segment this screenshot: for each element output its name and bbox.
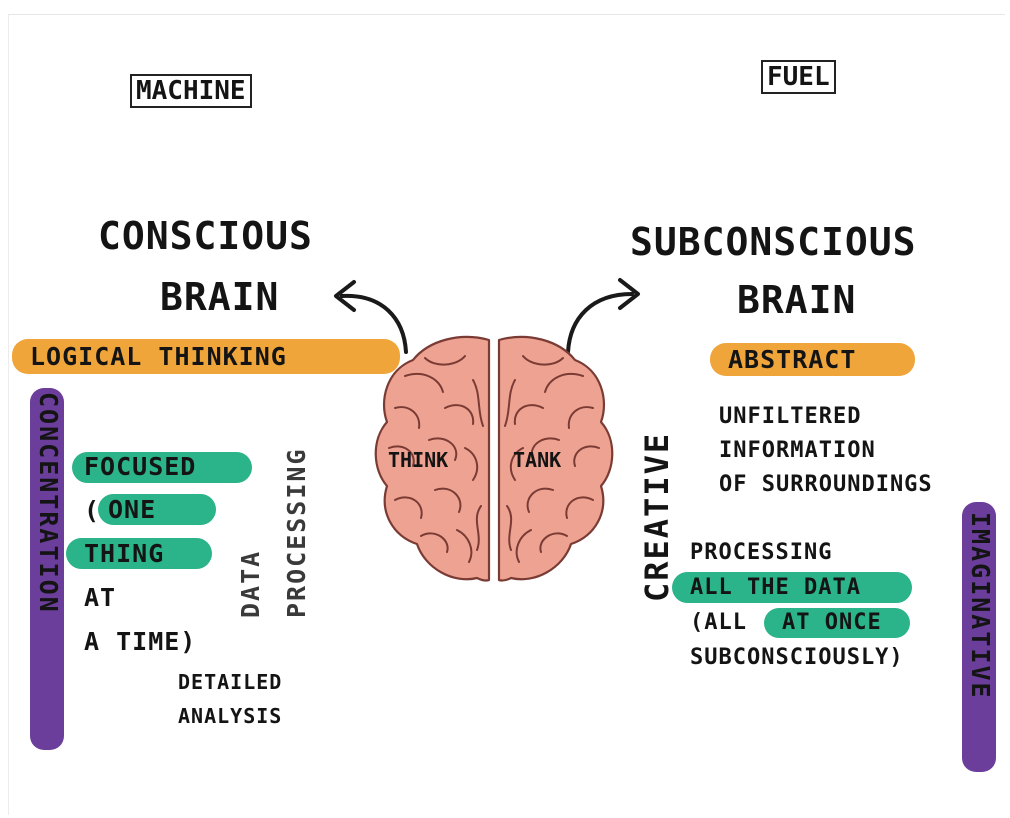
conscious-title-line2: BRAIN bbox=[160, 275, 280, 319]
one-highlight bbox=[98, 494, 216, 525]
conscious-title-line1: CONSCIOUS bbox=[98, 214, 313, 258]
information-label: INFORMATION bbox=[719, 438, 876, 463]
arrow-left-icon bbox=[334, 280, 408, 354]
at-once-label: AT ONCE bbox=[782, 610, 882, 635]
all-the-data-highlight bbox=[672, 572, 912, 603]
imaginative-highlight bbox=[962, 502, 996, 772]
think-label: THINK bbox=[388, 448, 449, 472]
thing-label: THING bbox=[84, 539, 165, 568]
subconsciously-label: SUBCONSCIOUSLY) bbox=[690, 645, 904, 670]
at-label: AT bbox=[84, 583, 117, 612]
at-once-highlight bbox=[764, 608, 910, 638]
tank-label: TANK bbox=[513, 448, 562, 472]
concentration-label: CONCENTRATION bbox=[34, 392, 63, 614]
subconscious-title-line1: SUBCONSCIOUS bbox=[630, 220, 917, 264]
thing-highlight bbox=[66, 538, 212, 569]
machine-label: MACHINE bbox=[130, 74, 252, 108]
imaginative-label: IMAGINATIVE bbox=[966, 512, 995, 700]
creative-label: CREATIVE bbox=[638, 431, 676, 602]
abstract-label: ABSTRACT bbox=[728, 345, 857, 374]
detailed-label: DETAILED bbox=[178, 670, 283, 694]
abstract-highlight bbox=[710, 343, 915, 376]
logical-thinking-highlight bbox=[12, 339, 400, 374]
unfiltered-label: UNFILTERED bbox=[719, 404, 862, 429]
analysis-label: ANALYSIS bbox=[178, 704, 283, 728]
processing-label: PROCESSING bbox=[690, 540, 833, 565]
data-vertical-label: DATA bbox=[236, 549, 265, 618]
open-paren: ( bbox=[84, 496, 100, 525]
logical-thinking-label: LOGICAL THINKING bbox=[30, 342, 287, 371]
one-label: ONE bbox=[108, 495, 157, 524]
frame-border bbox=[8, 14, 1005, 815]
concentration-highlight bbox=[30, 388, 64, 750]
brain-icon bbox=[374, 335, 614, 582]
fuel-label: FUEL bbox=[761, 60, 836, 94]
processing-vertical-label: PROCESSING bbox=[282, 447, 311, 618]
subconscious-title-line2: BRAIN bbox=[737, 278, 857, 322]
focused-highlight bbox=[72, 452, 252, 483]
all-open-label: (ALL bbox=[690, 610, 747, 635]
focused-label: FOCUSED bbox=[84, 452, 197, 481]
a-time-label: A TIME) bbox=[84, 627, 197, 656]
of-surroundings-label: OF SURROUNDINGS bbox=[719, 472, 933, 497]
all-the-data-label: ALL THE DATA bbox=[690, 575, 861, 600]
arrow-right-icon bbox=[566, 278, 640, 354]
